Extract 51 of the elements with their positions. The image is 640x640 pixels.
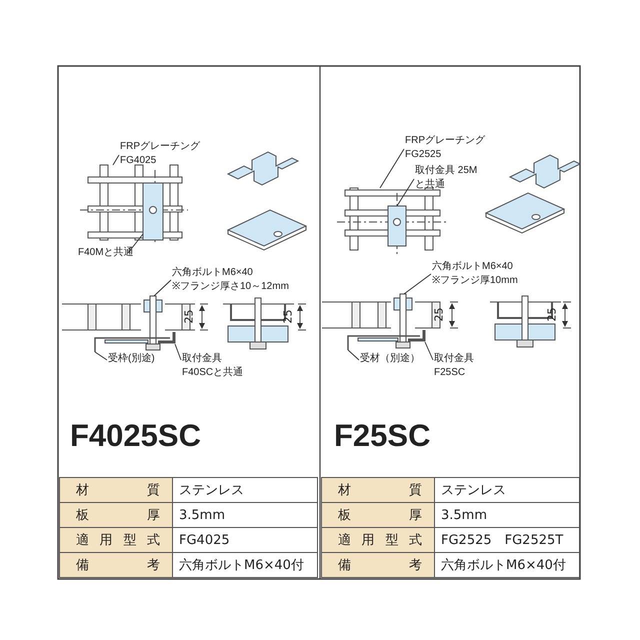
leader-line [380, 148, 404, 188]
leader-line [404, 274, 432, 294]
dimension-value: 25 [432, 308, 446, 322]
callout-label: 取付金具 F40SCと共通 [182, 352, 252, 380]
grating-plan-drawing [336, 188, 446, 256]
mounting-bracket [358, 330, 426, 342]
callout-label: FRPグレーチング FG4025 [120, 140, 210, 168]
model-title: F4025SC [70, 418, 201, 454]
leader-line [112, 154, 120, 166]
dimension-value: 25 [282, 310, 294, 324]
leader-line [174, 344, 182, 360]
leader-line [424, 342, 434, 360]
callout-label: 受枠(別途) [108, 352, 168, 366]
row-header: 備考 [322, 552, 434, 578]
leader-line [396, 178, 414, 206]
bracket-plate [142, 182, 164, 240]
spec-value: 3.5mm [434, 502, 580, 528]
spec-value: 六角ボルトM6×40付 [434, 552, 580, 578]
callout-label: 六角ボルトM6×40 ※フランジ厚10mm [432, 260, 552, 288]
spec-value: FG2525 FG2525T [434, 528, 580, 552]
leader-line [94, 352, 108, 360]
row-header: 板厚 [322, 502, 434, 528]
row-header: 材質 [322, 478, 434, 502]
callout-label: 受材（別途） [360, 352, 420, 366]
callout-label: FRPグレーチング FG2525 [405, 134, 495, 162]
dimension-value: 25 [546, 308, 558, 322]
spec-value: ステンレス [172, 478, 318, 502]
row-header: 材質 [60, 478, 172, 502]
callout-label: F40Mと共通 [78, 246, 138, 260]
spec-value: FG4025 [172, 528, 318, 552]
leader-line [154, 280, 172, 296]
bolt-drawing [144, 296, 162, 350]
dimension-value: 25 [182, 310, 196, 324]
callout-label: 取付金具 F25SC [434, 352, 494, 380]
callout-label: 六角ボルトM6×40 ※フランジ厚さ10～12mm [172, 266, 302, 294]
row-header: 板厚 [60, 502, 172, 528]
mounting-bracket [104, 332, 176, 344]
bolt-drawing [394, 294, 412, 348]
leader-line [128, 234, 144, 254]
spec-value: 六角ボルトM6×40付 [172, 552, 318, 578]
support-frame [94, 337, 170, 352]
row-header: 適用型式 [60, 528, 172, 552]
bracket-plate [388, 206, 406, 246]
spec-value: 3.5mm [172, 502, 318, 528]
leader-line [348, 350, 360, 360]
callout-label: 取付金具 25Mと共通 [415, 164, 485, 192]
model-title: F25SC [334, 418, 430, 454]
support-frame [347, 335, 420, 350]
row-header: 適用型式 [322, 528, 434, 552]
row-header: 備考 [60, 552, 172, 578]
spec-value: ステンレス [434, 478, 580, 502]
